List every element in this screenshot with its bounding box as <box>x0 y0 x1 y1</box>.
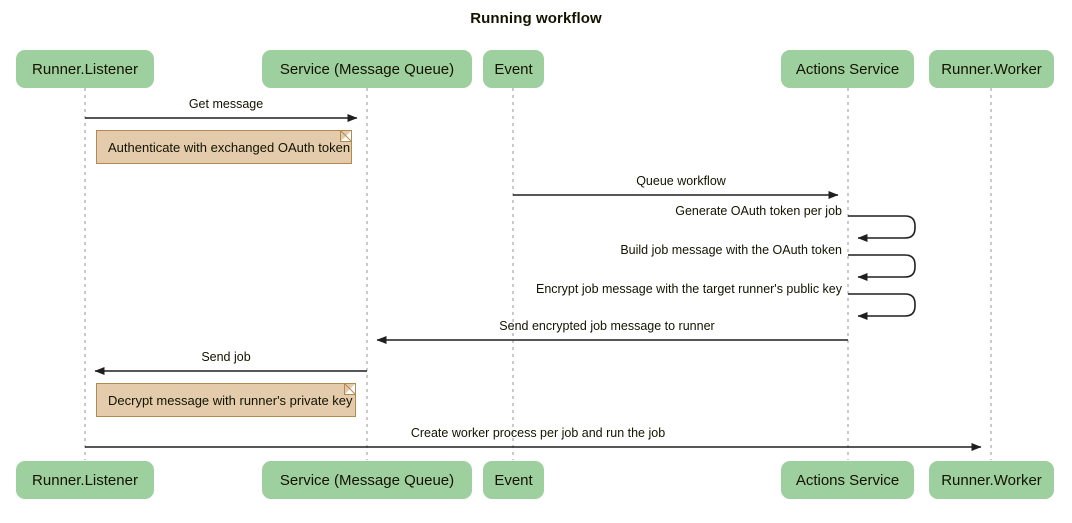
participant-runner-listener-top[interactable]: Runner.Listener <box>16 50 154 88</box>
participant-label: Service (Message Queue) <box>279 60 455 78</box>
message-label: Encrypt job message with the target runn… <box>535 282 842 296</box>
participant-label: Event <box>494 60 533 78</box>
participant-label: Service (Message Queue) <box>279 471 455 489</box>
participant-label: Runner.Worker <box>941 471 1042 489</box>
note-0: Authenticate with exchanged OAuth token <box>96 130 352 164</box>
participant-label: Runner.Listener <box>32 471 138 489</box>
message-label: Generate OAuth token per job <box>675 204 842 218</box>
note-1: Decrypt message with runner's private ke… <box>96 383 356 417</box>
participant-label: Runner.Worker <box>941 60 1042 78</box>
self-message-arrow <box>848 254 916 281</box>
self-message-arrow <box>848 293 916 320</box>
lifelines-group <box>84 88 992 460</box>
note-folded-corner-icon <box>344 384 355 395</box>
self-message-arrow <box>848 215 916 242</box>
message-label: Send job <box>201 350 251 364</box>
note-text: Decrypt message with runner's private ke… <box>108 392 353 408</box>
participant-runner-worker-bottom[interactable]: Runner.Worker <box>929 461 1054 499</box>
note-folded-corner-icon <box>340 131 351 142</box>
participant-label: Event <box>494 471 533 489</box>
participant-runner-worker-top[interactable]: Runner.Worker <box>929 50 1054 88</box>
participant-service-message-queue-bottom[interactable]: Service (Message Queue) <box>262 461 472 499</box>
participant-label: Actions Service <box>795 471 900 489</box>
participant-service-message-queue-top[interactable]: Service (Message Queue) <box>262 50 472 88</box>
participant-label: Runner.Listener <box>32 60 138 78</box>
message-label: Queue workflow <box>636 174 726 188</box>
message-label: Send encrypted job message to runner <box>499 319 715 333</box>
participant-event-bottom[interactable]: Event <box>483 461 544 499</box>
participant-event-top[interactable]: Event <box>483 50 544 88</box>
participant-runner-listener-bottom[interactable]: Runner.Listener <box>16 461 154 499</box>
message-label: Get message <box>188 97 264 111</box>
message-arrows-group <box>85 114 982 451</box>
participant-label: Actions Service <box>795 60 900 78</box>
message-label: Create worker process per job and run th… <box>410 426 666 440</box>
note-text: Authenticate with exchanged OAuth token <box>108 139 351 155</box>
participant-actions-service-bottom[interactable]: Actions Service <box>781 461 914 499</box>
message-label: Build job message with the OAuth token <box>620 243 842 257</box>
participant-actions-service-top[interactable]: Actions Service <box>781 50 914 88</box>
page-title: Running workflow <box>470 10 602 27</box>
